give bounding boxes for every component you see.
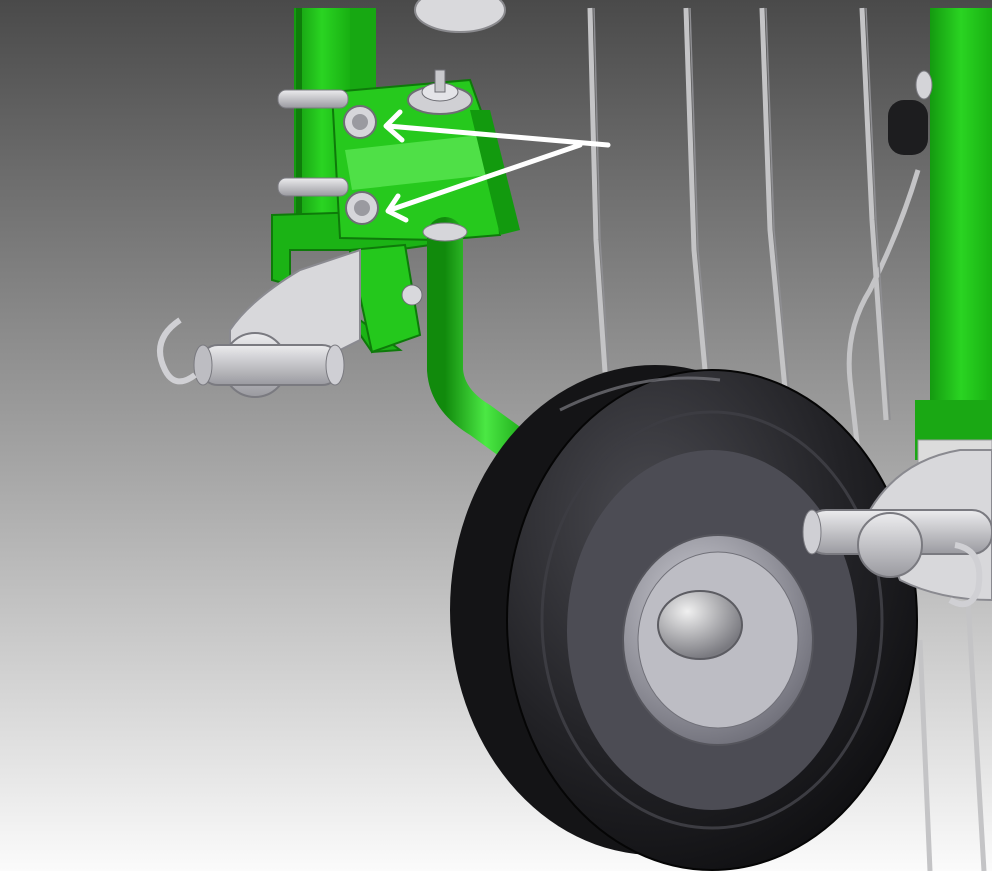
upper-bolt: [277, 89, 377, 139]
gauge-wheel: [450, 365, 918, 871]
spring-tines: [587, 7, 987, 871]
left-pivot-arm: [157, 248, 361, 398]
right-green-frame: [915, 8, 992, 481]
lower-bolt: [277, 177, 379, 225]
top-hub-ring: [414, 0, 506, 33]
arrow-to-upper-bolt: [385, 123, 611, 148]
top-nut: [407, 69, 473, 115]
wheel-arm-pipe: [427, 217, 553, 478]
side-knob: [888, 70, 933, 155]
arrow-to-lower-bolt: [387, 142, 583, 213]
right-pivot-arm: [802, 449, 992, 608]
callout-arrows: [383, 109, 611, 223]
grease-fitting: [401, 284, 423, 306]
pipe-collar: [422, 222, 468, 242]
hub-cap: [657, 590, 743, 660]
